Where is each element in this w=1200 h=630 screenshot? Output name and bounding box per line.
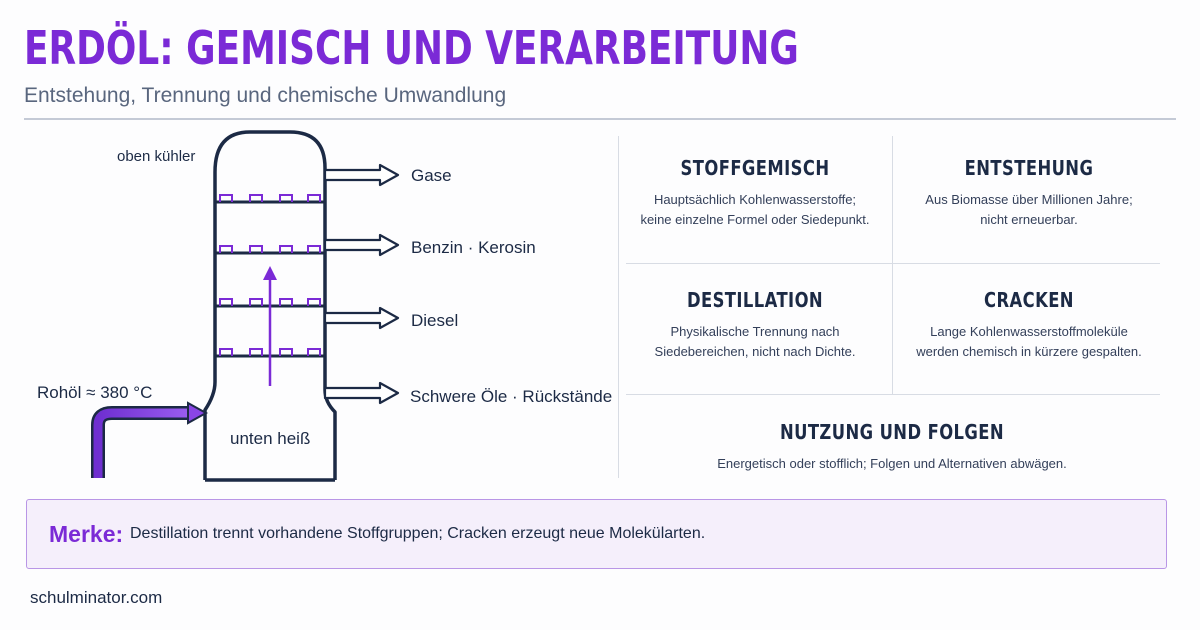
- merke-box: Merke: Destillation trennt vorhandene St…: [26, 499, 1167, 569]
- vapor-arrow-head: [263, 266, 277, 280]
- arrow-benzin: [323, 233, 400, 257]
- fraction-label-4: Schwere Öle · Rückstände: [410, 387, 612, 406]
- arrow-gase: [323, 163, 400, 187]
- card-title: STOFFGEMISCH: [680, 156, 830, 180]
- merke-label: Merke:: [49, 521, 124, 547]
- fraction-label-1: Gase: [411, 166, 452, 185]
- label-bottom: unten heiß: [230, 429, 310, 448]
- grid-divider: [626, 263, 1160, 264]
- page-title: Erdöl: Gemisch und Verarbeitung: [24, 21, 799, 75]
- header-divider: [24, 118, 1176, 120]
- card-nutzung-und-folgen: NUTZUNG UND FOLGEN Energetisch oder stof…: [618, 420, 1166, 474]
- card-text: Hauptsächlich Kohlenwasserstoffe;keine e…: [640, 192, 870, 227]
- card-entstehung: ENTSTEHUNG Aus Biomasse über Millionen J…: [892, 156, 1166, 230]
- grid-divider: [618, 136, 619, 478]
- distillation-column-diagram: oben kühler unten heiß Rohöl ≈ 380 °C Ga…: [37, 130, 612, 482]
- grid-divider: [626, 394, 1160, 395]
- input-arrow-head: [187, 401, 209, 425]
- footer-site: schulminator.com: [30, 588, 163, 607]
- label-top: oben kühler: [117, 148, 195, 165]
- column-outline: [203, 130, 337, 480]
- grid-divider: [892, 136, 893, 394]
- bubble-caps: [219, 194, 321, 356]
- fraction-label-2: Benzin · Kerosin: [411, 238, 536, 257]
- card-title: CRACKEN: [984, 288, 1074, 312]
- page-subtitle: Entstehung, Trennung und chemische Umwan…: [24, 84, 507, 107]
- card-title: DESTILLATION: [686, 288, 824, 312]
- card-text: Aus Biomasse über Millionen Jahre;nicht …: [925, 192, 1133, 227]
- label-input: Rohöl ≈ 380 °C: [37, 383, 152, 402]
- arrow-diesel: [323, 306, 400, 330]
- output-arrows: [323, 163, 400, 405]
- card-destillation: DESTILLATION Physikalische Trennung nach…: [618, 288, 892, 362]
- info-grid: STOFFGEMISCH Hauptsächlich Kohlenwassers…: [618, 136, 1166, 478]
- arrow-schwere-oele: [323, 381, 400, 405]
- card-title: NUTZUNG UND FOLGEN: [779, 420, 1005, 444]
- merke-text: Destillation trennt vorhandene Stoffgrup…: [130, 525, 706, 542]
- card-title: ENTSTEHUNG: [964, 156, 1094, 180]
- fraction-label-3: Diesel: [411, 311, 458, 330]
- card-stoffgemisch: STOFFGEMISCH Hauptsächlich Kohlenwassers…: [618, 156, 892, 230]
- card-text: Energetisch oder stofflich; Folgen und A…: [717, 456, 1067, 471]
- input-pipe: [91, 406, 190, 478]
